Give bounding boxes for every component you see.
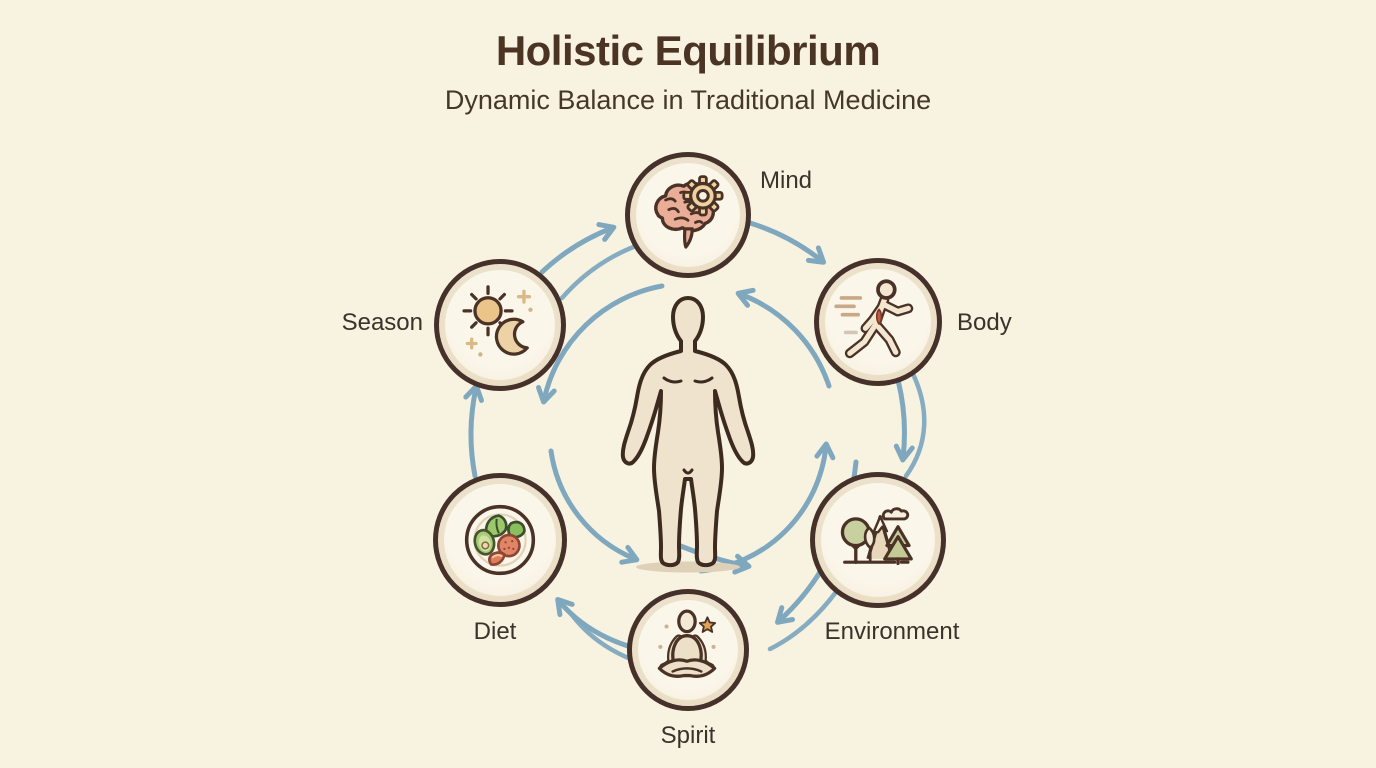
page-subtitle: Dynamic Balance in Traditional Medicine bbox=[444, 85, 932, 115]
meditation-icon bbox=[657, 609, 717, 678]
node-diet bbox=[433, 473, 567, 607]
label-spirit: Spirit bbox=[660, 722, 716, 749]
label-environment: Environment bbox=[824, 618, 960, 645]
node-body bbox=[814, 258, 942, 386]
arrow-inner-bottom-left bbox=[548, 448, 640, 565]
node-environment bbox=[810, 472, 946, 608]
runner-icon bbox=[834, 279, 914, 359]
arrow-inner-top-left bbox=[536, 283, 665, 405]
arrow-diet-to-season bbox=[463, 383, 484, 479]
label-diet: Diet bbox=[473, 618, 517, 645]
node-spirit bbox=[627, 589, 749, 711]
arrow-mind-to-body bbox=[747, 220, 827, 265]
arrow-inner-top-right bbox=[735, 287, 832, 389]
label-body: Body bbox=[957, 309, 1012, 336]
arrow-season-to-mind bbox=[539, 222, 617, 275]
node-mind bbox=[625, 152, 751, 278]
arrow-companion-right bbox=[903, 371, 927, 479]
page-title: Holistic Equilibrium bbox=[495, 27, 881, 74]
header: Holistic Equilibrium Dynamic Balance in … bbox=[0, 30, 1376, 114]
label-mind: Mind bbox=[760, 167, 813, 194]
node-season bbox=[434, 259, 566, 391]
label-season: Season bbox=[341, 309, 423, 336]
arrow-body-to-environment bbox=[893, 377, 915, 463]
brain-gear-icon bbox=[654, 175, 724, 249]
sun-moon-icon bbox=[462, 285, 533, 357]
healthy-food-plate-icon bbox=[464, 504, 536, 576]
nature-trees-icon bbox=[840, 507, 913, 565]
human-figure-icon bbox=[620, 296, 756, 573]
ground-shadow bbox=[636, 561, 740, 573]
